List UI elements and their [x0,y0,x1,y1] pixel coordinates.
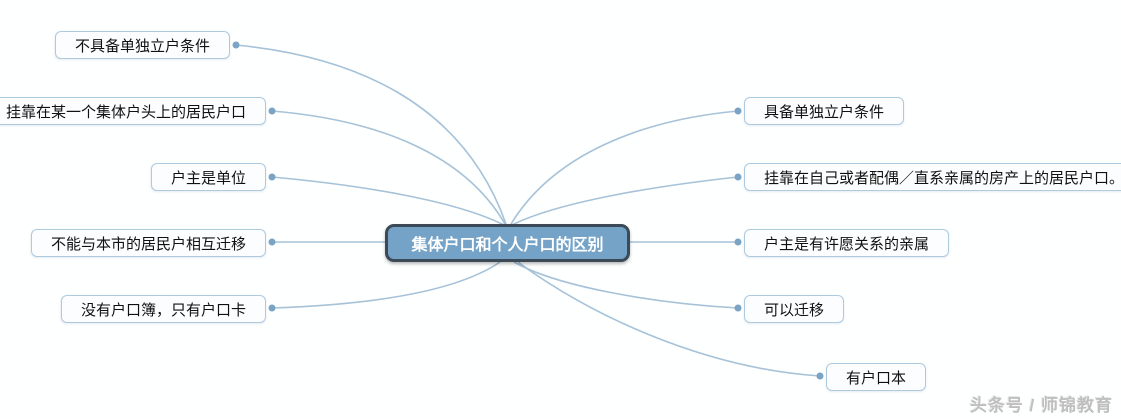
connector-dot [268,304,276,312]
connector-right-4 [513,261,739,309]
connector-dot [232,41,240,49]
branch-node-right-4[interactable]: 可以迁移 [744,295,845,323]
branch-node-left-2[interactable]: 挂靠在某一个集体户头上的居民户口 [0,97,266,125]
connector-right-5 [517,261,821,377]
connector-dot [816,372,824,380]
branch-node-right-1[interactable]: 具备单独立户条件 [744,97,905,125]
branch-node-right-3[interactable]: 户主是有许愿关系的亲属 [744,229,950,257]
connector-right-1 [510,110,739,225]
connector-dot [734,173,742,181]
branch-node-left-3[interactable]: 户主是单位 [150,163,266,191]
connector-left-3 [271,176,505,226]
connector-dot [734,107,742,115]
connector-left-2 [271,110,506,225]
watermark-text: 头条号 / 师锦教育 [969,396,1113,415]
connector-left-1 [235,44,507,225]
branch-node-right-5[interactable]: 有户口本 [826,363,927,391]
branch-node-left-1[interactable]: 不具备单独立户条件 [54,31,230,59]
connector-dot [268,173,276,181]
connector-right-2 [511,176,739,226]
branch-node-left-4[interactable]: 不能与本市的居民户相互迁移 [30,229,266,257]
connector-left-5 [271,261,501,309]
branch-node-right-2[interactable]: 挂靠在自己或者配偶／直系亲属的房产上的居民户口。 [744,163,1121,191]
connector-dot [734,304,742,312]
branch-node-left-5[interactable]: 没有户口簿，只有户口卡 [60,295,266,323]
connector-dot [734,238,742,246]
center-topic-node[interactable]: 集体户口和个人户口的区别 [385,224,630,262]
connector-dot [268,238,276,246]
connector-dot [268,107,276,115]
